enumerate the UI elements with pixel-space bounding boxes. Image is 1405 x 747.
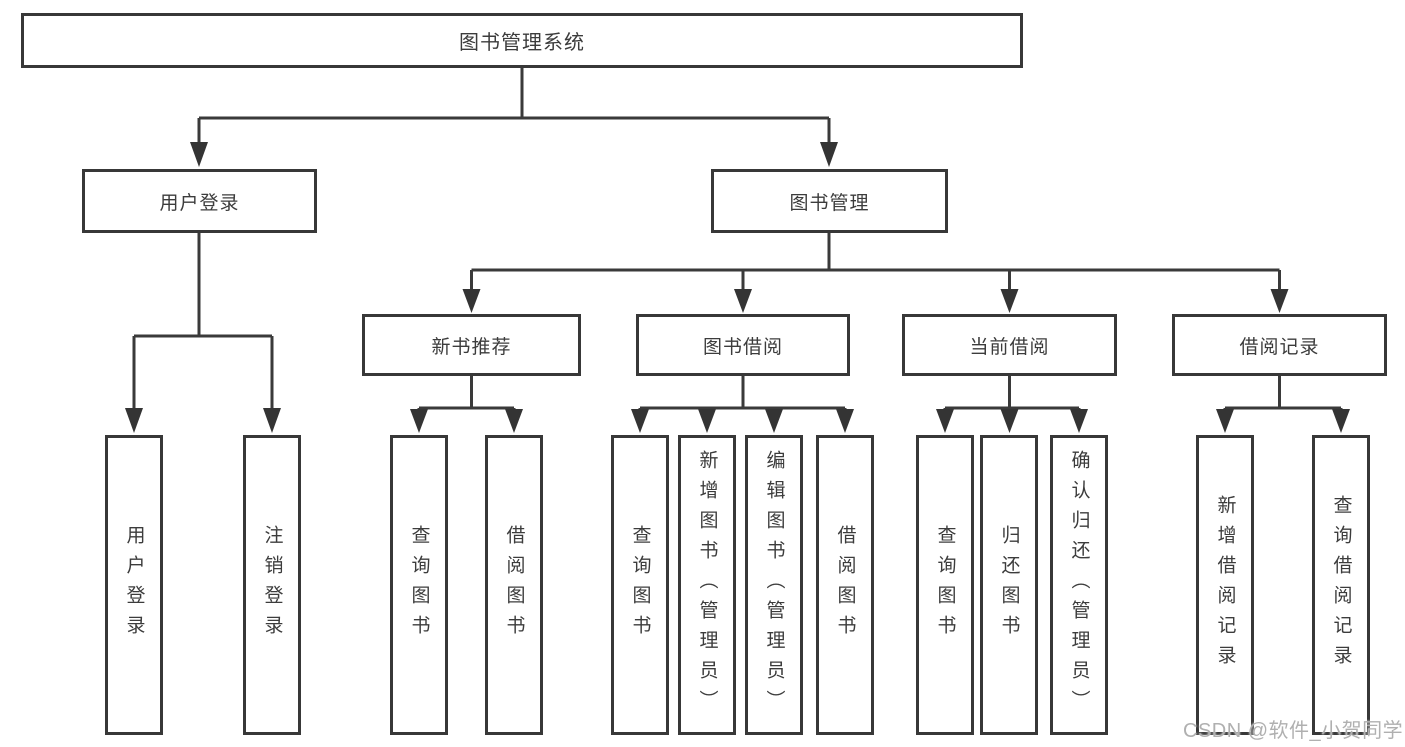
- leaf-label: 查询借阅记录: [1330, 495, 1352, 675]
- leaf-label: 确认归还（管理员）: [1068, 450, 1090, 720]
- arrowhead-icon: [410, 409, 428, 433]
- leaf-borrow-books-newbooks: 借阅图书: [485, 435, 543, 735]
- connector-book-borrow-children: [631, 376, 854, 433]
- node-user-login: 用户登录: [82, 169, 317, 233]
- arrowhead-icon: [125, 408, 143, 433]
- leaf-query-borrow-record: 查询借阅记录: [1312, 435, 1370, 735]
- leaf-label: 查询图书: [934, 525, 956, 645]
- node-new-book-recommend: 新书推荐: [362, 314, 581, 376]
- connector-new-books-children: [410, 376, 523, 433]
- leaf-return-books: 归还图书: [980, 435, 1038, 735]
- leaf-query-books-current: 查询图书: [916, 435, 974, 735]
- leaf-label: 查询图书: [408, 525, 430, 645]
- leaf-label: 注销登录: [261, 525, 283, 645]
- csdn-watermark: CSDN @软件_小贺同学: [1183, 720, 1404, 742]
- arrowhead-icon: [1332, 409, 1350, 433]
- arrowhead-icon: [462, 289, 481, 313]
- leaf-label: 借阅图书: [834, 525, 856, 645]
- arrowhead-icon: [836, 409, 854, 433]
- leaf-add-books-admin: 新增图书（管理员）: [678, 435, 736, 735]
- connector-user-login-children: [125, 233, 281, 433]
- node-root-system: 图书管理系统: [21, 13, 1023, 68]
- arrowhead-icon: [936, 409, 954, 433]
- leaf-edit-books-admin: 编辑图书（管理员）: [745, 435, 803, 735]
- arrowhead-icon: [1270, 289, 1289, 313]
- arrowhead-icon: [820, 142, 838, 167]
- leaf-borrow-books: 借阅图书: [816, 435, 874, 735]
- connector-current-borrow-children: [936, 376, 1088, 433]
- node-label: 图书借阅: [702, 336, 783, 358]
- arrowhead-icon: [190, 142, 208, 167]
- leaf-label: 查询图书: [629, 525, 651, 645]
- arrowhead-icon: [698, 409, 716, 433]
- node-label: 当前借阅: [969, 336, 1050, 358]
- leaf-label: 新增图书（管理员）: [696, 450, 718, 720]
- leaf-label: 新增借阅记录: [1214, 495, 1236, 675]
- leaf-confirm-return-admin: 确认归还（管理员）: [1050, 435, 1108, 735]
- connector-book-mgmt-children: [462, 233, 1289, 313]
- leaf-logout: 注销登录: [243, 435, 301, 735]
- leaf-add-borrow-record: 新增借阅记录: [1196, 435, 1254, 735]
- arrowhead-icon: [631, 409, 649, 433]
- node-book-borrow: 图书借阅: [636, 314, 850, 376]
- connector-root-to-level1: [190, 68, 838, 167]
- leaf-label: 归还图书: [998, 525, 1020, 645]
- arrowhead-icon: [263, 408, 281, 433]
- node-label: 借阅记录: [1239, 336, 1320, 358]
- node-borrow-records: 借阅记录: [1172, 314, 1387, 376]
- node-label: 图书管理: [789, 192, 870, 214]
- connector-borrow-records-children: [1216, 376, 1350, 433]
- node-label: 新书推荐: [431, 336, 512, 358]
- node-label: 图书管理系统: [459, 32, 585, 54]
- arrowhead-icon: [765, 409, 783, 433]
- leaf-query-books-borrow: 查询图书: [611, 435, 669, 735]
- leaf-label: 编辑图书（管理员）: [763, 450, 785, 720]
- node-book-management: 图书管理: [711, 169, 948, 233]
- arrowhead-icon: [1216, 409, 1234, 433]
- arrowhead-icon: [1000, 289, 1019, 313]
- leaf-label: 用户登录: [123, 525, 145, 645]
- arrowhead-icon: [734, 289, 752, 313]
- leaf-label: 借阅图书: [503, 525, 525, 645]
- arrowhead-icon: [1070, 409, 1088, 433]
- arrowhead-icon: [1000, 409, 1019, 433]
- node-label: 用户登录: [159, 192, 240, 214]
- arrowhead-icon: [505, 409, 523, 433]
- leaf-query-books-newbooks: 查询图书: [390, 435, 448, 735]
- leaf-user-login: 用户登录: [105, 435, 163, 735]
- node-current-borrow: 当前借阅: [902, 314, 1117, 376]
